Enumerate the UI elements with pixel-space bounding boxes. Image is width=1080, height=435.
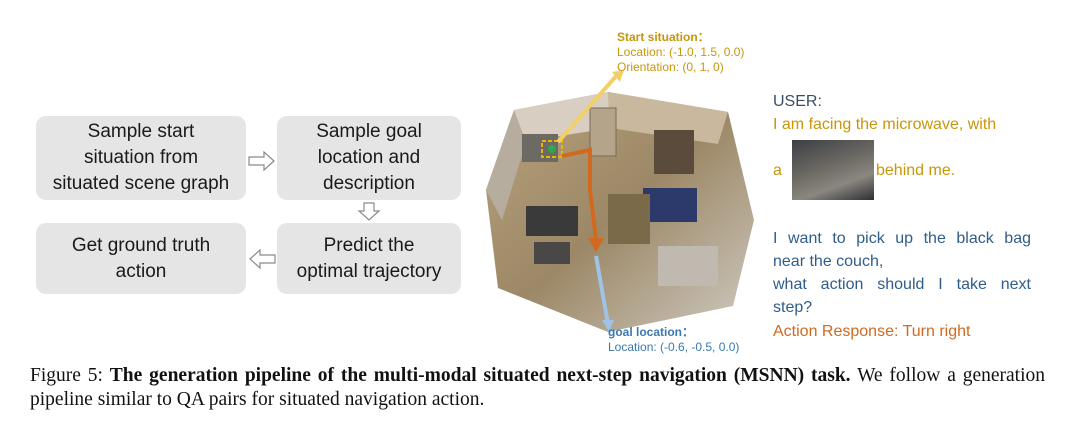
scene-3d-render (486, 70, 754, 332)
pipeline-step-ground-truth: Get ground truth action (36, 223, 246, 294)
navigation-path (561, 147, 598, 241)
scene-bed (643, 188, 697, 222)
arrow-down-icon (357, 202, 381, 221)
start-pointer-line (556, 72, 620, 144)
pipeline-step-sample-goal: Sample goal location and description (277, 116, 461, 200)
figure-caption: Figure 5: The generation pipeline of the… (30, 364, 1045, 412)
start-annotation-orientation: Orientation: (0, 1, 0) (617, 60, 724, 74)
scene-wall-back-right (608, 92, 728, 144)
goal-pointer-arrowhead-icon (602, 320, 614, 332)
scene-cabinet (654, 130, 694, 174)
scene-table (534, 242, 570, 264)
arrow-left-icon (249, 248, 276, 270)
action-response: Action Response: Turn right (773, 323, 971, 340)
user-question-line: step? (773, 299, 813, 316)
pipeline-step-ground-truth-label: Get ground truth action (71, 234, 211, 282)
caption-rest: We follow a generation pipeline similar … (30, 365, 1046, 410)
user-question: I want to pick up the black bag near the… (773, 227, 1031, 319)
scene-wall-back-left (514, 92, 610, 142)
pipeline-step-sample-goal-label: Sample goal location and description (316, 121, 422, 194)
user-utterance-suffix: behind me. (876, 162, 956, 179)
scene-door (589, 107, 617, 157)
user-label: USER: (773, 93, 822, 110)
pipeline-step-sample-start: Sample start situation from situated sce… (36, 116, 246, 200)
start-pointer-arrowhead-icon (612, 70, 624, 82)
caption-bold: The generation pipeline of the multi-mod… (109, 365, 851, 386)
start-annotation-location: Location: (-1.0, 1.5, 0.0) (617, 45, 745, 59)
goal-annotation-location: Location: (-0.6, -0.5, 0.0) (608, 340, 740, 354)
goal-annotation-title: goal location： (608, 325, 695, 339)
user-question-line: I want to pick up the black bag (773, 230, 1031, 247)
goal-pointer-line (594, 255, 610, 325)
user-question-line: near the couch, (773, 253, 884, 270)
scene-wall-left (486, 110, 526, 220)
user-utterance-prefix: a (773, 162, 782, 179)
caption-label: Figure 5: (30, 365, 103, 386)
start-annotation: Start situation： Location: (-1.0, 1.5, 0… (617, 30, 744, 75)
scene-rug (608, 194, 650, 244)
start-annotation-title: Start situation： (617, 30, 710, 44)
user-question-line: what action should I take next (773, 276, 1031, 293)
scene-floor-white (658, 246, 718, 286)
goal-annotation: goal location： Location: (-0.6, -0.5, 0.… (608, 325, 739, 355)
pipeline-step-predict-trajectory-label: Predict the optimal trajectory (296, 234, 442, 282)
user-utterance-line1: I am facing the microwave, with (773, 116, 997, 133)
path-arrowhead-icon (588, 238, 604, 252)
start-agent-icon (548, 145, 556, 153)
pipeline-step-predict-trajectory: Predict the optimal trajectory (277, 223, 461, 294)
scene-couch (526, 206, 578, 236)
arrow-right-icon (248, 150, 275, 172)
couch-thumbnail-image (792, 140, 874, 200)
pipeline-step-sample-start-label: Sample start situation from situated sce… (52, 121, 230, 194)
start-marker-box (541, 140, 563, 158)
